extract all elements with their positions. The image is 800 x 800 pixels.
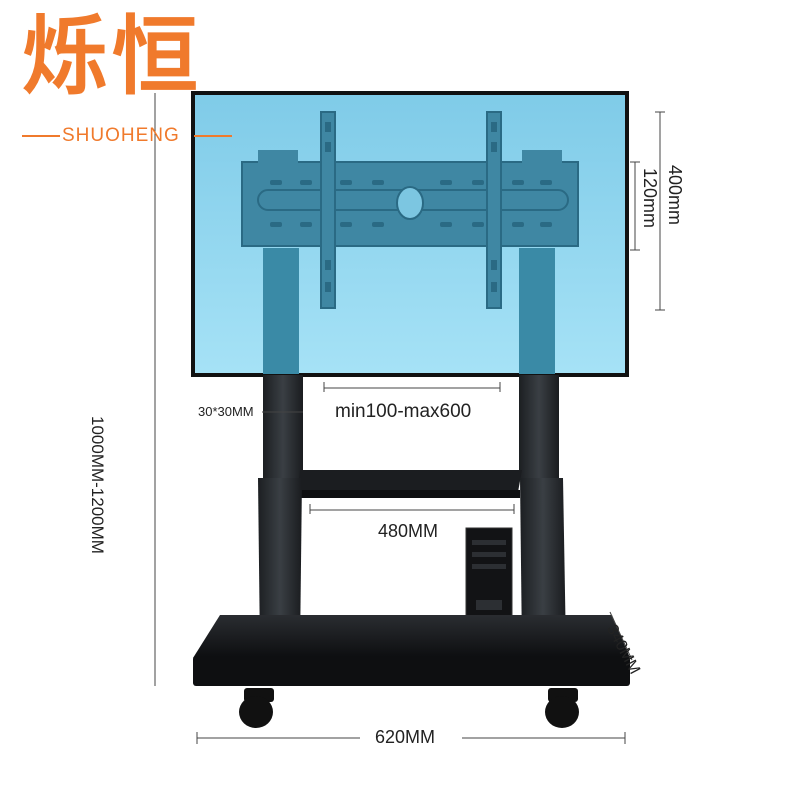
vesa-arm-left xyxy=(320,111,336,309)
dim-vesa-400: 400mm xyxy=(665,165,685,226)
right-column-upper xyxy=(519,248,555,374)
left-column xyxy=(263,375,303,480)
base-platform xyxy=(193,615,630,658)
dim-vesa-120: 120mm xyxy=(640,168,660,229)
left-leg-sleeve xyxy=(258,478,302,650)
dim-shelf-width: 480MM xyxy=(378,521,439,541)
brand-logo-english: SHUOHENG xyxy=(22,124,232,146)
dim-base-width: 620MM xyxy=(375,727,436,747)
brand-name-english: SHUOHENG xyxy=(62,125,180,146)
brand-logo-chinese: 烁恒 xyxy=(22,7,202,107)
dim-column-size: 30*30MM xyxy=(198,404,254,419)
right-column xyxy=(519,375,559,480)
left-column-upper xyxy=(263,248,299,374)
dim-total-height: 1000MM-1200MM xyxy=(88,416,107,554)
vesa-arm-right xyxy=(486,111,502,309)
middle-shelf xyxy=(298,470,522,492)
caster-wheel xyxy=(239,688,579,728)
right-leg-sleeve xyxy=(520,478,566,650)
dim-vesa-horizontal: min100-max600 xyxy=(335,401,472,422)
